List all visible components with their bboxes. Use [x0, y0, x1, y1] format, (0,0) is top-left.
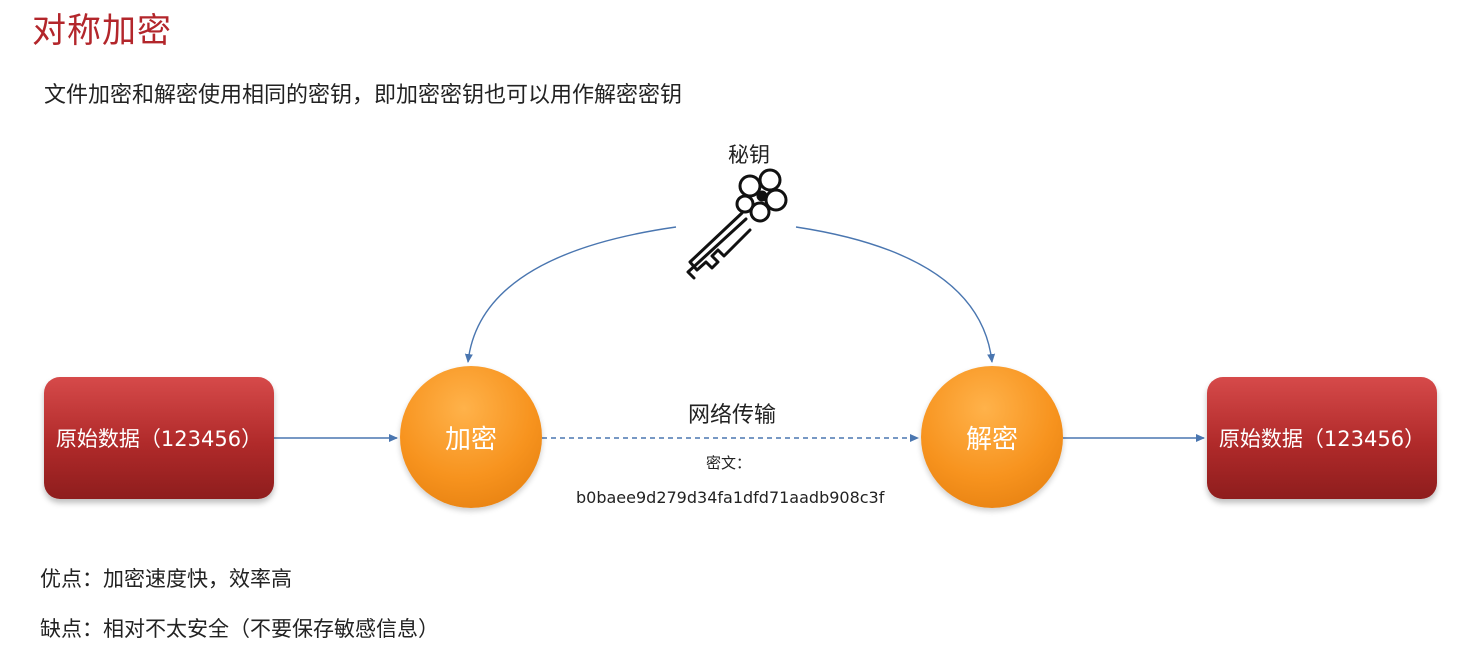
decrypt-node: 解密 — [921, 366, 1063, 508]
network-transfer-label: 网络传输 — [688, 403, 777, 428]
encrypt-label: 加密 — [444, 424, 497, 455]
decrypt-label: 解密 — [965, 424, 1018, 455]
ciphertext-label: 密文： — [706, 454, 752, 472]
page-title: 对称加密 — [32, 11, 172, 51]
source-data-box: 原始数据（123456） — [44, 377, 274, 499]
target-data-box: 原始数据（123456） — [1207, 377, 1437, 499]
target-data-label: 原始数据（123456） — [1218, 427, 1426, 451]
page-subtitle: 文件加密和解密使用相同的密钥，即加密密钥也可以用作解密密钥 — [44, 83, 683, 108]
source-data-label: 原始数据（123456） — [55, 427, 263, 451]
key-to-decrypt-arrow — [795, 226, 996, 363]
pros-note: 优点：加密速度快，效率高 — [40, 567, 292, 591]
key-icon — [686, 168, 788, 280]
ciphertext-value: b0baee9d279d34fa1dfd71aadb908c3f — [576, 488, 885, 507]
key-to-encrypt-arrow — [464, 226, 677, 363]
key-label: 秘钥 — [728, 143, 770, 167]
cons-note: 缺点：相对不太安全（不要保存敏感信息） — [40, 617, 439, 641]
encrypt-node: 加密 — [400, 366, 542, 508]
